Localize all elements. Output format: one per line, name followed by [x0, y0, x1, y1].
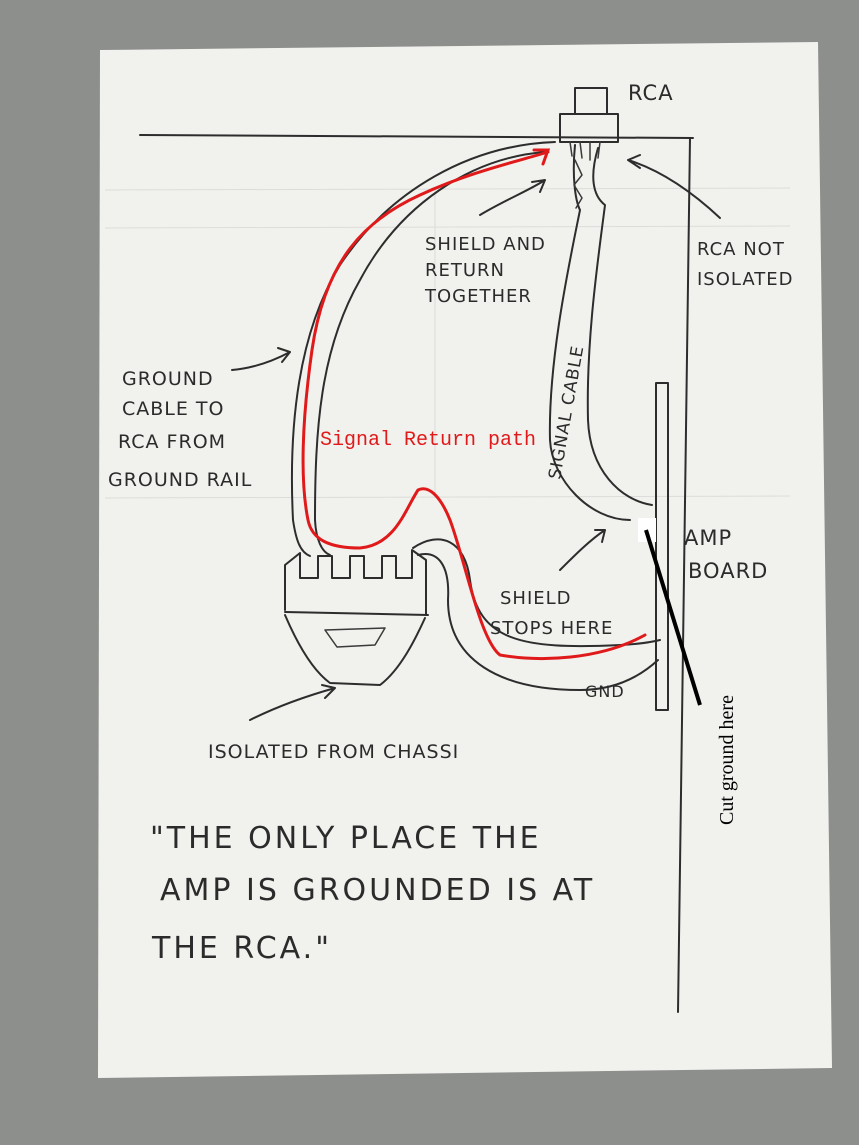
amp-board — [655, 382, 669, 711]
quote-line-1: "THE ONLY PLACE THE — [150, 821, 542, 856]
ground-cable-outer — [290, 141, 556, 557]
shield-return-label-1: SHIELD AND — [425, 234, 546, 255]
ground-cable-label-2: CABLE TO — [122, 398, 225, 420]
arrow-shield-stops — [559, 529, 606, 571]
shield-return-label-3: TOGETHER — [424, 286, 532, 307]
ground-cable-label-4: GROUND RAIL — [108, 469, 252, 491]
arrow-isolated — [249, 684, 336, 721]
ground-cable-label-3: RCA FROM — [118, 431, 226, 453]
gnd-wire-outer — [412, 538, 661, 648]
ground-cable-label-1: GROUND — [122, 368, 214, 390]
gnd-label: GND — [585, 682, 625, 701]
signal-return-path-label: Signal Return path — [320, 429, 536, 452]
rca-not-isolated-label-2: ISOLATED — [697, 269, 794, 290]
show-through-print — [104, 187, 791, 499]
quote-line-3: THE RCA." — [151, 931, 332, 966]
amp-board-label-1: AMP — [684, 526, 732, 550]
quote-line-2: AMP IS GROUNDED IS AT — [160, 873, 595, 908]
amp-board-label-2: BOARD — [688, 559, 768, 583]
signal-cable — [548, 144, 653, 521]
chassis-side-line — [677, 137, 691, 1013]
chassis-top-line — [139, 134, 694, 139]
isolated-from-chassis-label: ISOLATED FROM CHASSI — [208, 741, 459, 763]
rca-connector — [559, 87, 619, 161]
signal-return-arrowhead — [532, 148, 551, 166]
rca-label: RCA — [628, 81, 674, 105]
shield-return-label-2: RETURN — [425, 260, 505, 281]
arrow-ground-cable — [231, 347, 291, 371]
arrow-shield-return — [479, 179, 546, 216]
gnd-wire-inner — [417, 553, 659, 691]
rca-not-isolated-label-1: RCA NOT — [697, 239, 785, 260]
cut-ground-label: Cut ground here — [716, 695, 738, 825]
arrow-rca-not-isolated — [627, 154, 721, 219]
shield-stops-label-2: STOPS HERE — [490, 618, 613, 639]
signal-return-path-line — [301, 150, 647, 660]
ground-rail — [284, 549, 429, 686]
shield-stops-label-1: SHIELD — [500, 588, 572, 609]
cut-pointer-line — [644, 529, 702, 706]
